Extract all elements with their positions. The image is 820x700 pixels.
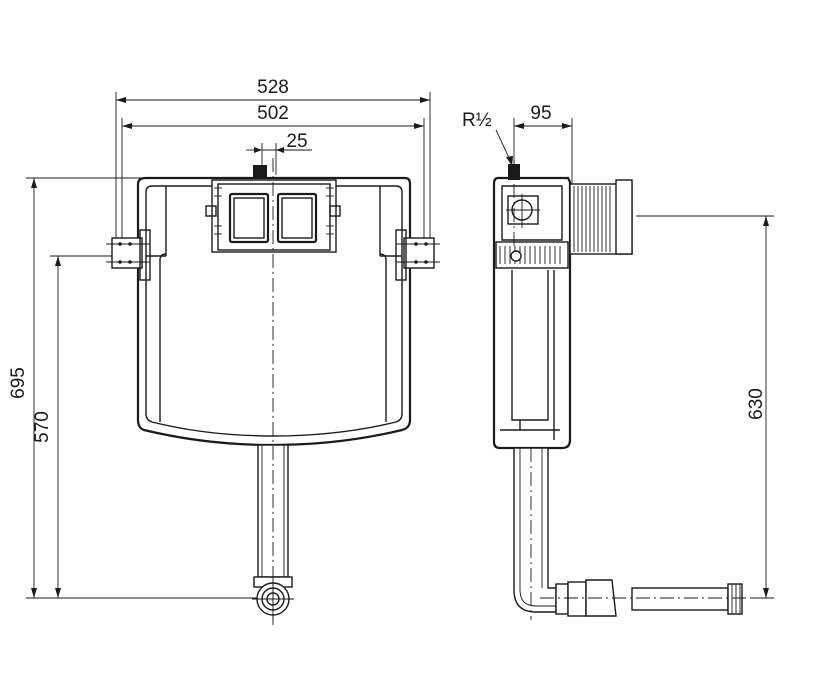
dimension-95: 95 <box>513 103 573 220</box>
dimension-528-label: 528 <box>257 77 289 98</box>
side-body-outline <box>492 176 572 450</box>
front-view: 528 502 25 695 <box>8 77 440 625</box>
left-bracket <box>106 229 151 281</box>
dimension-630-label: 630 <box>746 388 767 420</box>
right-bracket <box>395 229 440 281</box>
dimension-25-label: 25 <box>286 131 307 152</box>
side-flush-pipe <box>513 447 557 613</box>
side-rear-bracket <box>569 179 633 255</box>
inlet-thread-label: R½ <box>462 110 492 131</box>
dimension-570-label: 570 <box>32 411 53 443</box>
dimension-95-label: 95 <box>530 103 551 124</box>
side-connection-pipe <box>631 583 743 615</box>
flush-button-frame <box>205 179 341 253</box>
dimension-502: 502 <box>121 103 425 250</box>
flush-button-left <box>228 192 270 244</box>
flush-button-right <box>276 192 318 244</box>
dimension-695: 695 <box>8 177 270 599</box>
dimension-695-label: 695 <box>8 367 29 399</box>
side-view: R½ 95 630 <box>462 103 774 620</box>
front-flush-pipe <box>257 444 289 578</box>
dimension-570: 570 <box>32 255 122 598</box>
side-valve <box>506 194 540 228</box>
side-mounting-rail <box>495 241 569 269</box>
front-inlet-stub <box>253 165 267 179</box>
dimension-528: 528 <box>115 77 431 260</box>
dimension-502-label: 502 <box>257 103 289 124</box>
dimension-25: 25 <box>246 131 312 175</box>
dimension-630: 630 <box>636 215 774 599</box>
